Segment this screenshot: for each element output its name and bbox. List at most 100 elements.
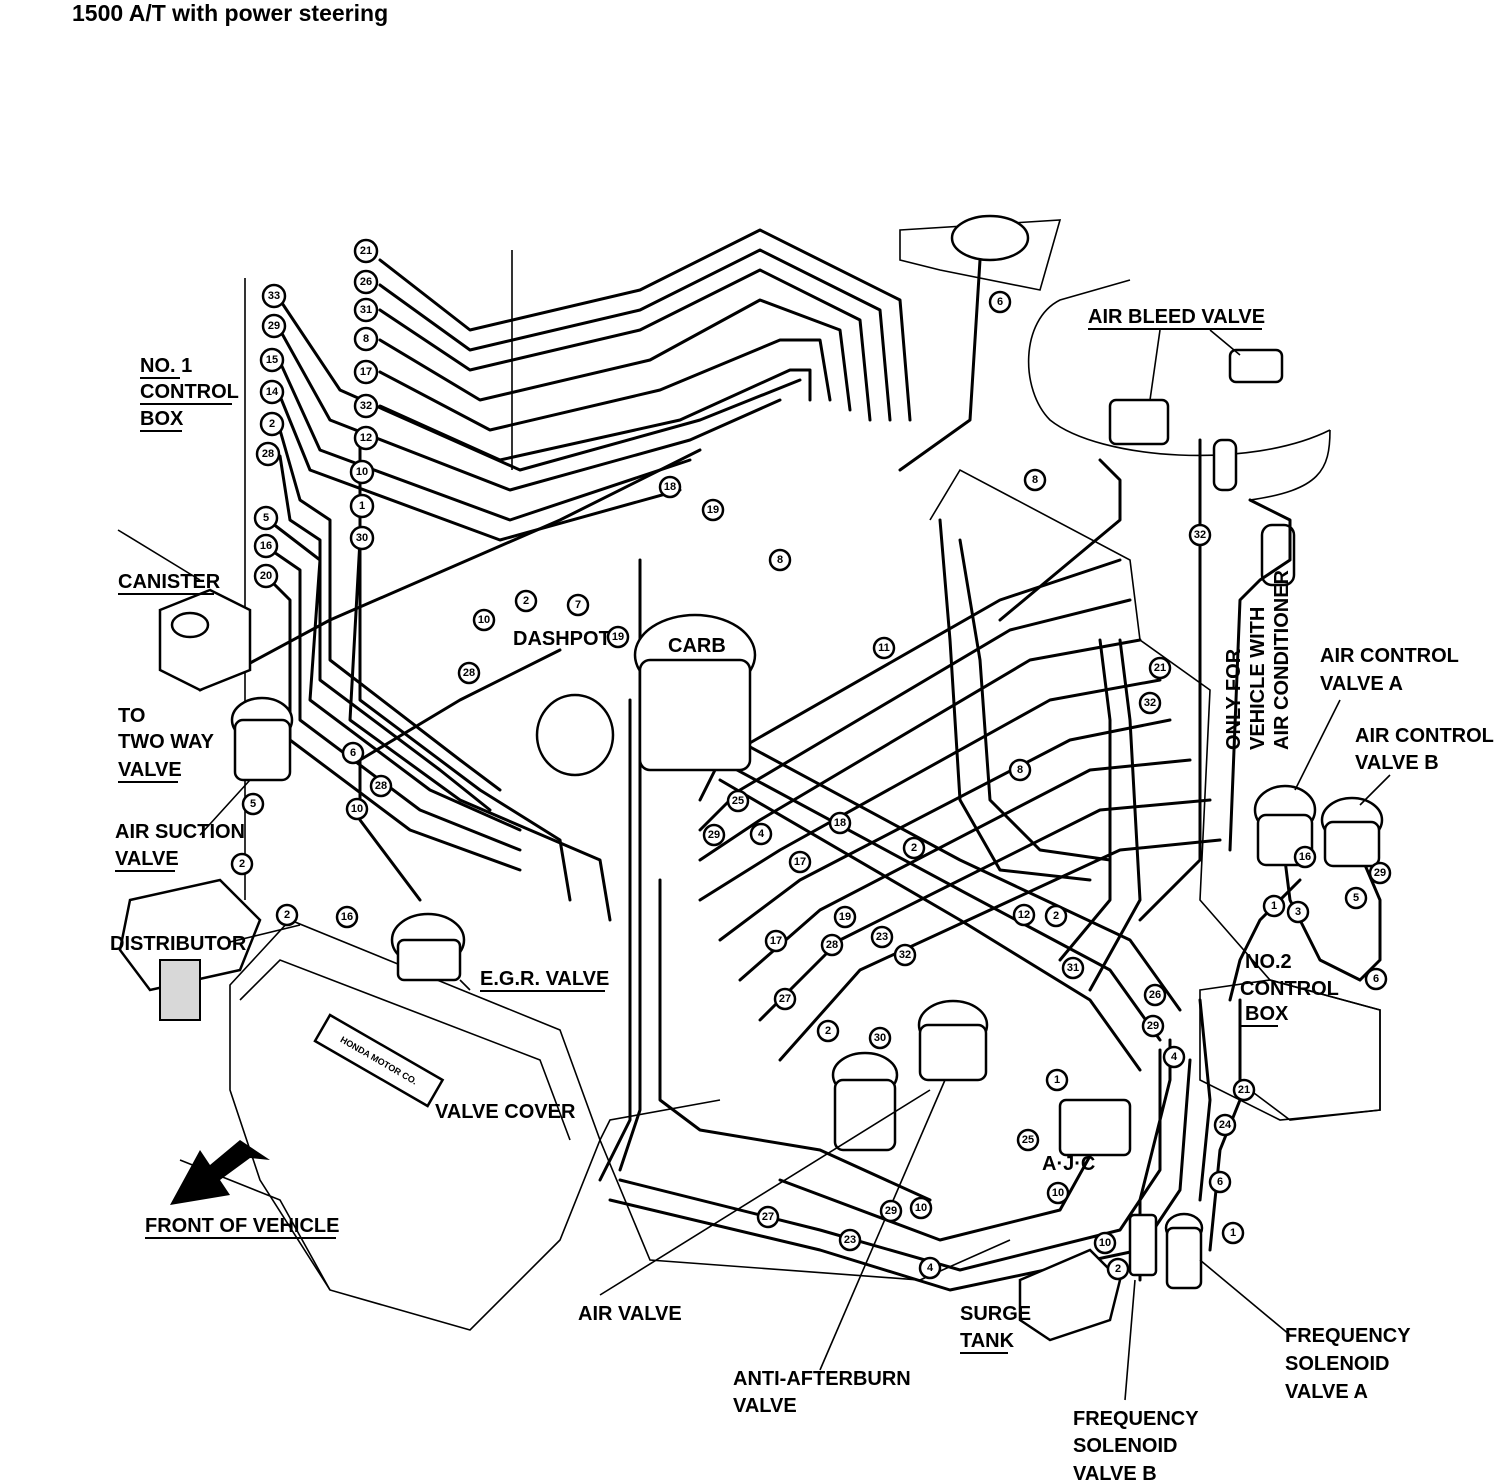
hose-number: 11 bbox=[878, 642, 890, 654]
hose-number: 32 bbox=[899, 949, 911, 961]
hose-number: 16 bbox=[260, 540, 272, 552]
hose-number: 6 bbox=[1217, 1176, 1223, 1188]
hose-number: 2 bbox=[1053, 910, 1059, 922]
label-underlines bbox=[115, 328, 1278, 1354]
hose-callout: 8 bbox=[353, 326, 379, 352]
hose-number: 23 bbox=[844, 1234, 856, 1246]
hose-number: 28 bbox=[463, 667, 475, 679]
surge-tank bbox=[1018, 1248, 1122, 1342]
hose-number: 12 bbox=[1018, 909, 1030, 921]
hose-number: 17 bbox=[770, 935, 782, 947]
hose-number: 1 bbox=[359, 500, 365, 512]
label-to-two-way-valve: TO TWO WAY VALVE bbox=[118, 705, 215, 781]
label-air-suction-valve: AIR SUCTION VALVE bbox=[115, 821, 245, 870]
hose-callout: 19 bbox=[606, 625, 630, 649]
hose-number: 17 bbox=[360, 366, 372, 378]
label-egr-valve: E.G.R. VALVE bbox=[480, 968, 609, 990]
hose-callout: 8 bbox=[1023, 468, 1047, 492]
fsv-a-line1: FREQUENCY bbox=[1285, 1325, 1411, 1347]
label-front-of-vehicle: FRONT OF VEHICLE bbox=[145, 1215, 339, 1237]
hose-number: 26 bbox=[360, 276, 372, 288]
hose-number: 4 bbox=[758, 828, 765, 840]
hose-number: 2 bbox=[239, 858, 245, 870]
hose-callout: 32 bbox=[353, 393, 379, 419]
hose-number: 25 bbox=[1022, 1134, 1034, 1146]
hose-callout: 1 bbox=[1262, 894, 1286, 918]
two-way-line1: TO bbox=[118, 705, 145, 727]
hose-number: 29 bbox=[1147, 1020, 1159, 1032]
hose-callout: 1 bbox=[349, 493, 375, 519]
hose-callout: 8 bbox=[1008, 758, 1032, 782]
label-carb: CARB bbox=[668, 635, 726, 657]
hose-number: 18 bbox=[834, 817, 846, 829]
hose-number: 1 bbox=[1271, 900, 1277, 912]
hose-number: 6 bbox=[350, 747, 356, 759]
label-no1-control-box: NO. 1 CONTROL BOX bbox=[140, 355, 239, 430]
hose-callout: 20 bbox=[253, 563, 279, 589]
hose-callout: 6 bbox=[988, 290, 1012, 314]
hose-number: 10 bbox=[356, 466, 368, 478]
ajc-unit bbox=[1058, 1098, 1132, 1157]
hose-number: 17 bbox=[794, 856, 806, 868]
label-frequency-solenoid-valve-b: FREQUENCY SOLENOID VALVE B bbox=[1073, 1408, 1199, 1484]
hose-number: 27 bbox=[779, 993, 791, 1005]
hose-number: 21 bbox=[1238, 1084, 1250, 1096]
hose-number: 3 bbox=[1295, 906, 1301, 918]
hose-number: 29 bbox=[268, 320, 280, 332]
hose-number: 28 bbox=[375, 780, 387, 792]
hose-number: 31 bbox=[360, 304, 372, 316]
label-frequency-solenoid-valve-a: FREQUENCY SOLENOID VALVE A bbox=[1285, 1325, 1411, 1403]
hose-number: 2 bbox=[284, 909, 290, 921]
hose-number: 30 bbox=[874, 1032, 886, 1044]
hose-callout: 5 bbox=[1344, 886, 1368, 910]
hose-callout: 28 bbox=[255, 441, 281, 467]
no1-label-line2: CONTROL bbox=[140, 381, 239, 403]
hose-callout: 4 bbox=[1162, 1045, 1186, 1069]
hose-number: 16 bbox=[1299, 851, 1311, 863]
hose-number: 21 bbox=[1154, 662, 1166, 674]
air-suction-line1: AIR SUCTION bbox=[115, 821, 245, 843]
hose-callout: 2 bbox=[275, 903, 299, 927]
aab-line2: VALVE bbox=[733, 1395, 797, 1417]
hose-number: 14 bbox=[266, 386, 279, 398]
air-cleaner bbox=[899, 214, 1331, 587]
hose-number: 10 bbox=[351, 803, 363, 815]
label-air-bleed-valve: AIR BLEED VALVE bbox=[1088, 306, 1265, 328]
hose-number: 5 bbox=[250, 798, 256, 810]
hose-callout: 2 bbox=[514, 589, 538, 613]
no1-label-line3: BOX bbox=[140, 408, 184, 430]
hose-number: 15 bbox=[266, 354, 278, 366]
label-anti-afterburn-valve: ANTI-AFTERBURN VALVE bbox=[733, 1368, 911, 1417]
hose-callout: 23 bbox=[870, 925, 894, 949]
hose-callout: 2 bbox=[230, 852, 254, 876]
hose-number: 6 bbox=[1373, 973, 1379, 985]
hose-number: 2 bbox=[825, 1025, 831, 1037]
hose-number: 29 bbox=[1374, 867, 1386, 879]
no2-line2: CONTROL bbox=[1240, 978, 1339, 1000]
hose-number: 2 bbox=[523, 595, 529, 607]
hose-callout: 6 bbox=[1208, 1170, 1232, 1194]
hose-number: 10 bbox=[1052, 1187, 1064, 1199]
hose-number: 4 bbox=[1171, 1051, 1178, 1063]
hose-number: 6 bbox=[997, 296, 1003, 308]
hose-number: 28 bbox=[826, 939, 838, 951]
leader-lines bbox=[117, 329, 1391, 1401]
hose-callout: 29 bbox=[1141, 1014, 1165, 1038]
hose-callout: 10 bbox=[909, 1196, 933, 1220]
acv-b-line1: AIR CONTROL bbox=[1355, 725, 1494, 747]
hose-callout: 32 bbox=[893, 943, 917, 967]
hose-callout: 33 bbox=[261, 283, 287, 309]
hose-callout: 17 bbox=[353, 359, 379, 385]
hose-callout: 26 bbox=[353, 269, 379, 295]
hose-number: 2 bbox=[911, 842, 917, 854]
hose-number: 8 bbox=[777, 554, 783, 566]
hose-callout: 6 bbox=[341, 741, 365, 765]
hose-callout: 19 bbox=[833, 905, 857, 929]
hose-callout: 17 bbox=[764, 929, 788, 953]
hose-callout: 23 bbox=[838, 1228, 862, 1252]
hose-callout: 16 bbox=[1293, 845, 1317, 869]
fsv-b-line2: SOLENOID bbox=[1073, 1435, 1177, 1457]
label-dashpot: DASHPOT bbox=[513, 628, 611, 650]
no2-line3: BOX bbox=[1245, 1003, 1289, 1025]
hose-number: 19 bbox=[612, 631, 624, 643]
